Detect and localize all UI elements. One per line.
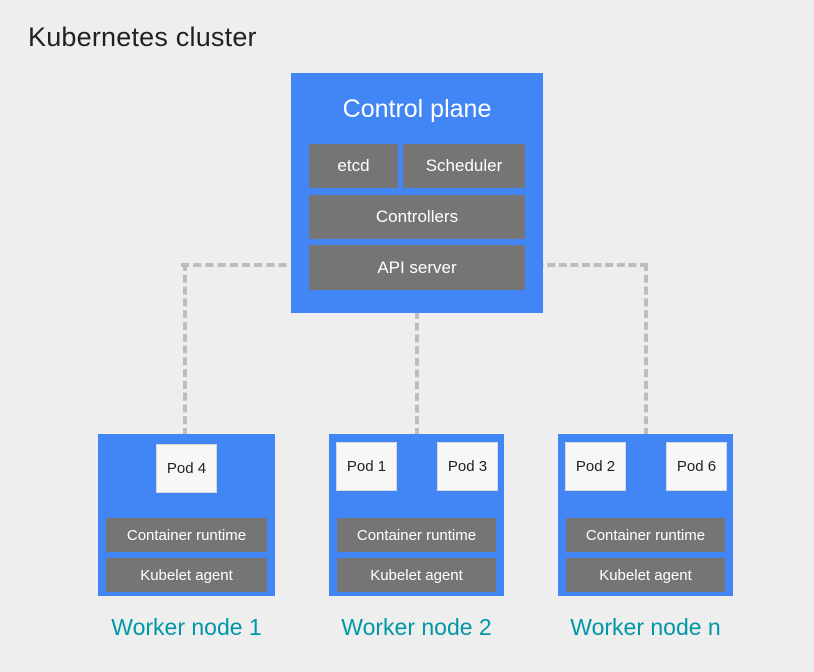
worker-node-1-container-runtime: Container runtime <box>106 518 267 552</box>
control-plane-title: Control plane <box>342 95 492 123</box>
worker-node-2-container-runtime: Container runtime <box>337 518 496 552</box>
connector-api-to-workern-vertical <box>644 263 648 436</box>
page-title: Kubernetes cluster <box>28 22 257 52</box>
worker-node-1-box: Pod 4 Container runtime Kubelet agent <box>98 434 275 596</box>
worker-node-2-label: Worker node 2 <box>341 614 492 640</box>
pod-2: Pod 2 <box>565 442 626 491</box>
worker-node-1-kubelet-agent: Kubelet agent <box>106 558 267 592</box>
control-plane-box: Control plane etcd Scheduler Controllers… <box>291 73 543 313</box>
pod-6: Pod 6 <box>666 442 727 491</box>
worker-node-n-container-runtime: Container runtime <box>566 518 725 552</box>
component-scheduler: Scheduler <box>403 144 525 188</box>
pod-4: Pod 4 <box>156 444 217 493</box>
worker-node-n-kubelet-agent: Kubelet agent <box>566 558 725 592</box>
worker-node-2-kubelet-agent: Kubelet agent <box>337 558 496 592</box>
component-etcd: etcd <box>309 144 398 188</box>
component-controllers: Controllers <box>309 195 525 239</box>
worker-node-1-label: Worker node 1 <box>111 614 262 640</box>
component-api-server: API server <box>309 245 525 290</box>
pod-1: Pod 1 <box>336 442 397 491</box>
pod-3: Pod 3 <box>437 442 498 491</box>
worker-node-n-box: Pod 2 Pod 6 Container runtime Kubelet ag… <box>558 434 733 596</box>
connector-api-to-worker1-vertical <box>183 263 187 436</box>
connector-api-to-worker2-vertical <box>415 311 419 436</box>
connector-api-to-workern-horizontal <box>524 263 648 267</box>
worker-node-n-label: Worker node n <box>570 614 721 640</box>
worker-node-2-box: Pod 1 Pod 3 Container runtime Kubelet ag… <box>329 434 504 596</box>
connector-api-to-worker1-horizontal <box>181 263 311 267</box>
